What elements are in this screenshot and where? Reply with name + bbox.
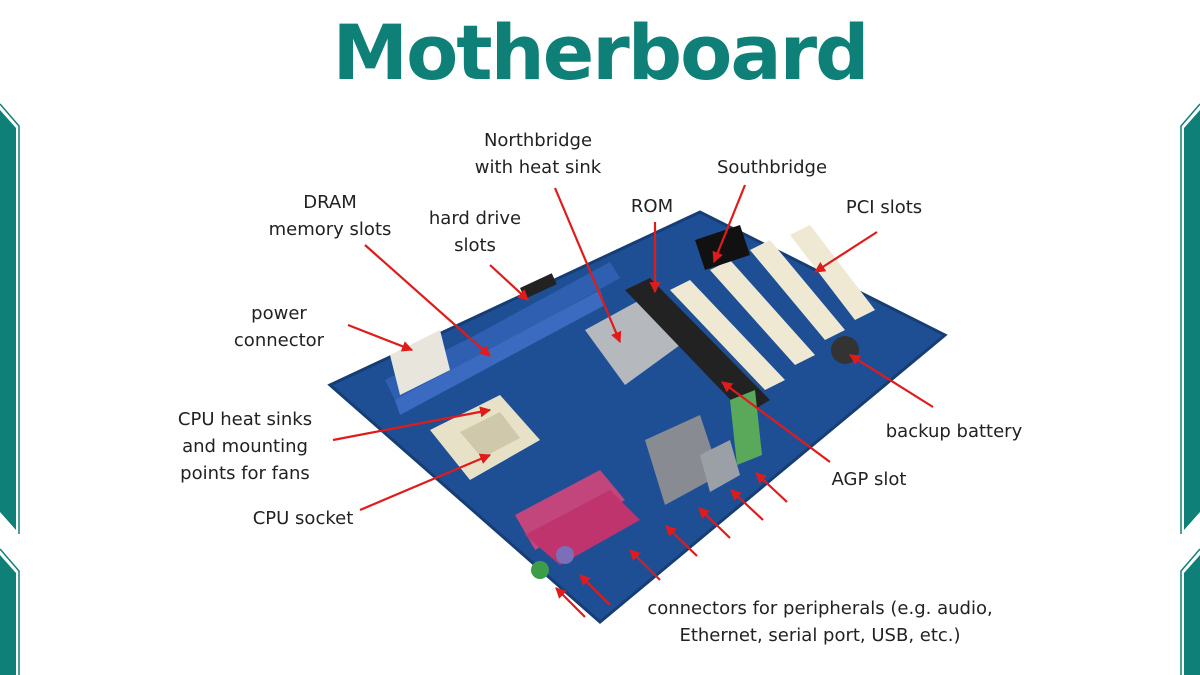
label-southbridge: Southbridge: [716, 157, 828, 178]
left-decoration: [0, 103, 20, 675]
label-power-connector: power connector: [234, 300, 324, 354]
label-hard-drive: hard drive slots: [429, 205, 521, 259]
label-pci-slots: PCI slots: [845, 197, 923, 218]
label-line: connectors for peripherals (e.g. audio,: [647, 598, 993, 619]
page-title: Motherboard: [332, 8, 869, 97]
label-line: DRAM: [303, 192, 357, 213]
label-line: memory slots: [268, 219, 392, 240]
right-decoration: [1180, 103, 1200, 675]
label-rom: ROM: [630, 196, 674, 217]
label-line: points for fans: [180, 463, 310, 484]
label-dram: DRAM memory slots: [269, 189, 392, 243]
label-line: hard drive: [428, 208, 522, 229]
label-northbridge: Northbridge with heat sink: [475, 127, 601, 181]
label-line: Ethernet, serial port, USB, etc.): [679, 625, 961, 646]
label-peripherals: connectors for peripherals (e.g. audio, E…: [647, 595, 992, 649]
label-line: with heat sink: [474, 157, 602, 178]
label-backup-battery: backup battery: [885, 421, 1023, 442]
label-line: Northbridge: [483, 130, 593, 151]
pointer-arrows: [332, 184, 934, 618]
label-line: CPU heat sinks: [177, 409, 313, 430]
label-cpu-socket: CPU socket: [252, 508, 354, 529]
label-agp-slot: AGP slot: [831, 469, 907, 490]
label-cpu-heat-sinks: CPU heat sinks and mounting points for fan…: [178, 406, 312, 487]
motherboard-image: [327, 210, 948, 624]
label-line: connector: [233, 330, 325, 351]
label-line: and mounting: [182, 436, 308, 457]
label-line: power: [251, 303, 307, 324]
label-line: slots: [454, 235, 496, 256]
